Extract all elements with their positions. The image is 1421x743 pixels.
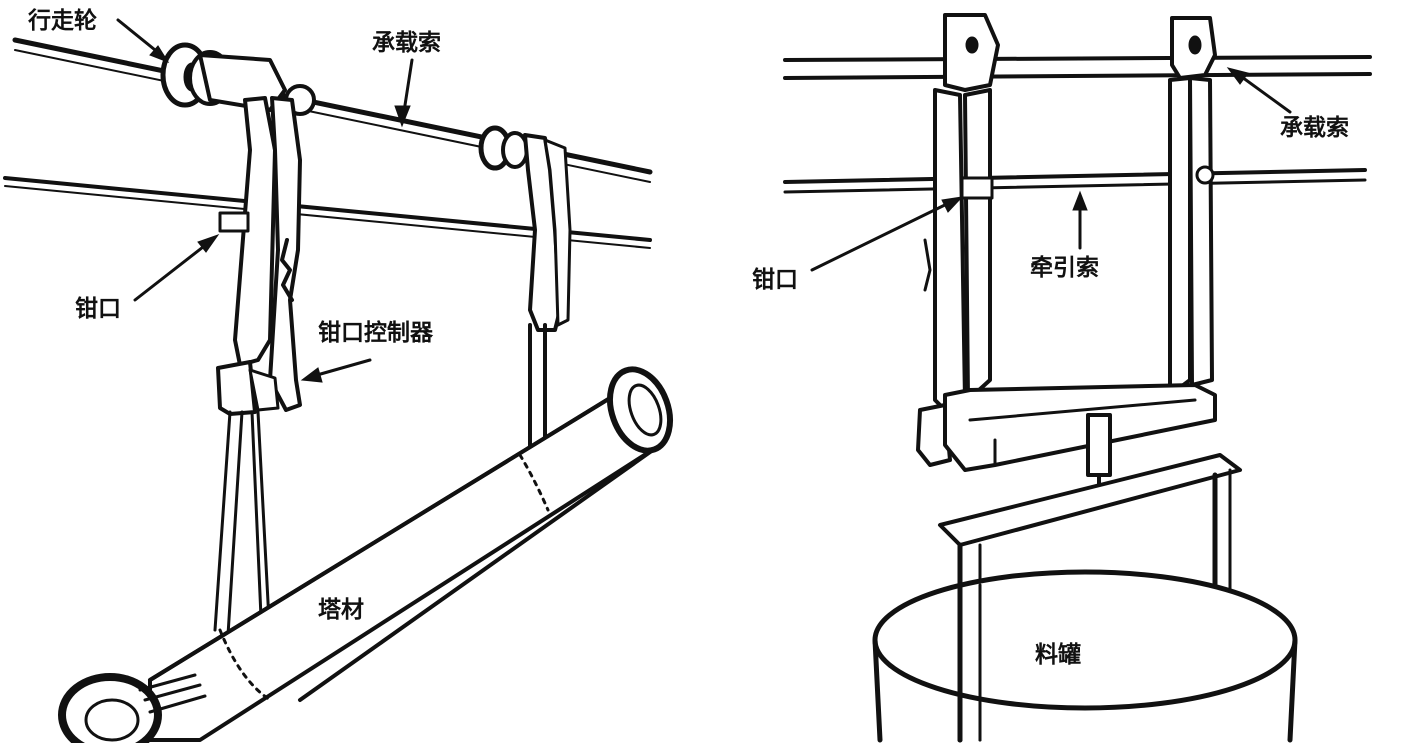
right-carrying-cable	[783, 55, 1372, 80]
right-hanger-left	[916, 13, 1000, 467]
right-panel: 承载索 钳口 牵引索 料罐	[752, 13, 1372, 743]
label-traction-cable: 牵引索	[1030, 255, 1099, 281]
label-bucket: 料罐	[1035, 641, 1081, 668]
label-clamp-left: 钳口	[75, 296, 121, 322]
left-label-clamp-controller: 钳口控制器	[300, 319, 434, 383]
label-tower-member: 塔材	[318, 597, 364, 623]
left-label-carrying-cable: 承载索	[372, 30, 441, 128]
tower-member	[58, 366, 673, 743]
bucket	[872, 569, 1298, 743]
right-traction-cable	[783, 168, 1367, 194]
right-label-traction-cable: 牵引索	[1030, 190, 1099, 281]
label-clamp-right: 钳口	[752, 267, 798, 293]
right-label-clamp: 钳口	[752, 196, 964, 293]
right-label-carrying-cable: 承载索	[1226, 67, 1349, 141]
label-carrying-cable-right: 承载索	[1280, 115, 1349, 141]
left-label-clamp: 钳口	[75, 234, 220, 322]
right-hanger-right	[1168, 16, 1217, 397]
left-label-wheel: 行走轮	[27, 7, 170, 64]
label-clamp-controller: 钳口控制器	[318, 319, 434, 346]
label-carrying-cable-left: 承载索	[372, 30, 441, 56]
left-label-tower-member: 塔材	[318, 597, 364, 623]
left-trolley-front	[160, 42, 316, 642]
label-walking-wheel: 行走轮	[27, 7, 97, 34]
left-panel: 行走轮 承载索 钳口 钳口控制器 塔材	[3, 7, 673, 743]
right-crossbar	[943, 383, 1217, 497]
right-label-bucket: 料罐	[1035, 641, 1081, 668]
